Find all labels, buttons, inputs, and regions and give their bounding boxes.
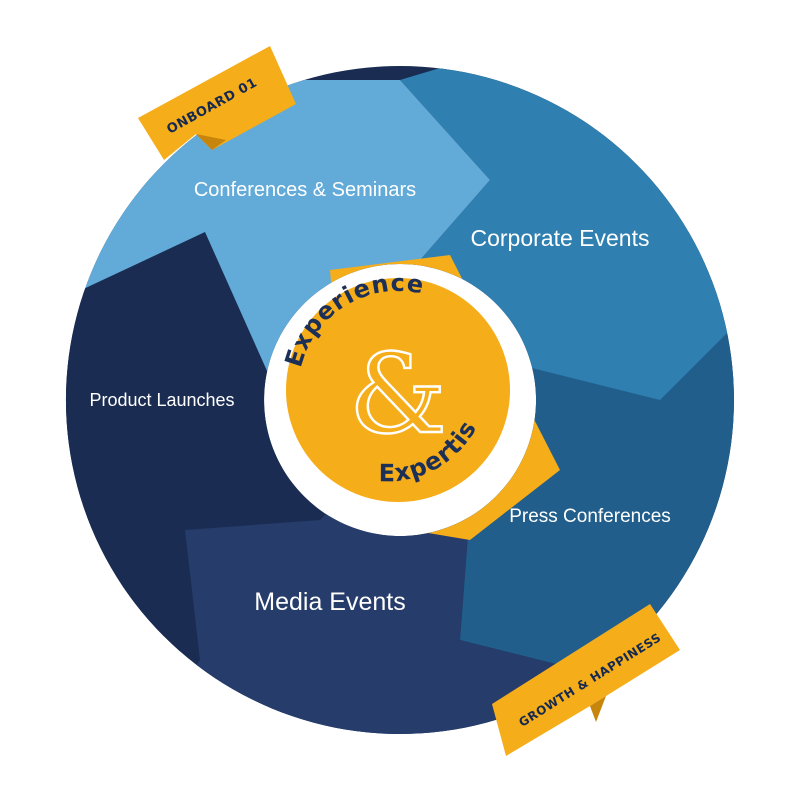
label-corporate-events: Corporate Events [471,225,650,251]
label-press-conferences: Press Conferences [509,506,671,527]
ampersand-symbol: & [349,330,447,458]
segment-product-launches[interactable] [60,232,320,660]
label-media-events: Media Events [254,588,405,616]
center-circle [286,278,510,502]
label-conferences-seminars: Conferences & Seminars [194,179,416,201]
label-product-launches: Product Launches [89,390,234,410]
